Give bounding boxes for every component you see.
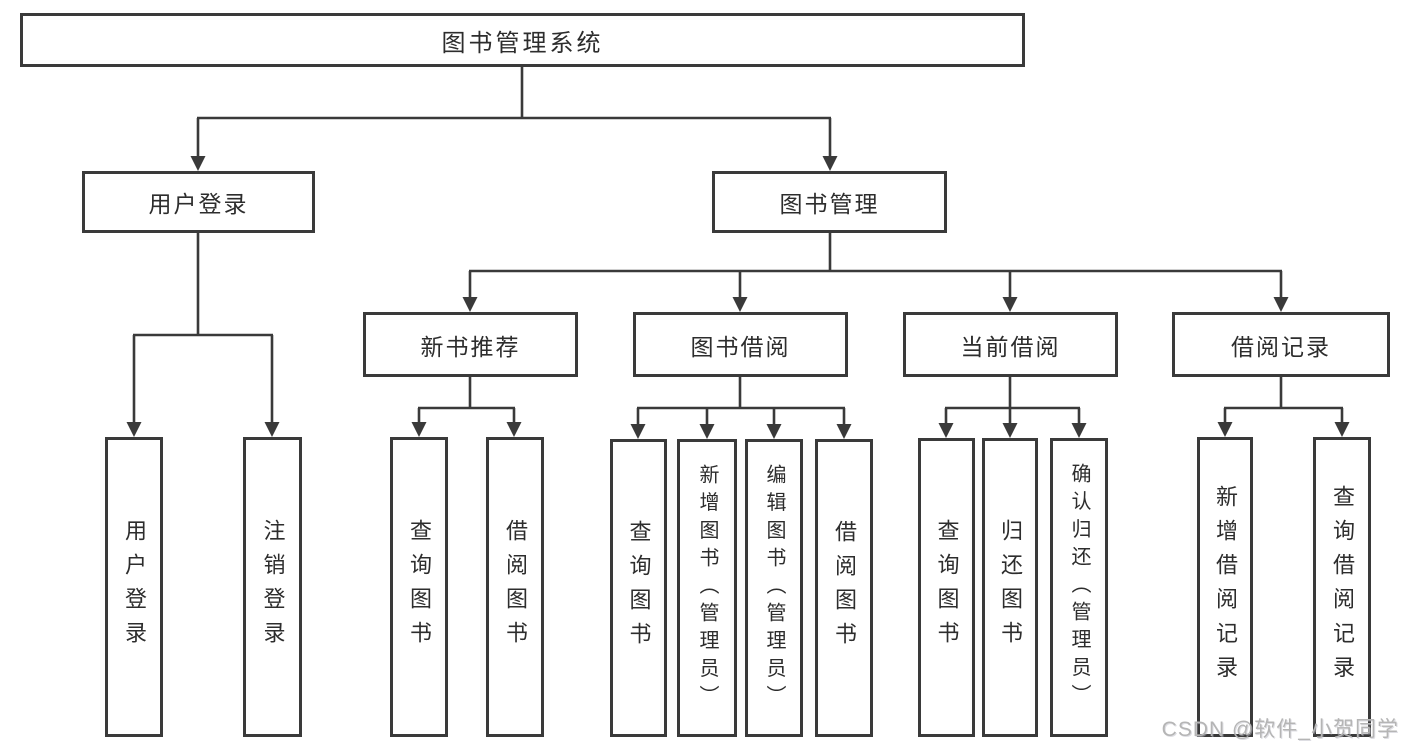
arrowhead [938, 423, 954, 438]
leaf-add-borrow-record-label: 新增借阅记录 [1213, 484, 1238, 690]
node-current-borrow-label: 当前借阅 [960, 333, 1061, 360]
arrowhead [264, 422, 280, 437]
arrowhead [699, 424, 715, 439]
leaf-add-borrow-record: 新增借阅记录 [1197, 437, 1253, 737]
leaf-query-borrow-record: 查询借阅记录 [1313, 437, 1371, 737]
leaf-confirm-return-admin: 确认归还（管理员） [1050, 438, 1108, 737]
leaf-newbook-borrow-books: 借阅图书 [486, 437, 544, 737]
leaf-add-books-admin: 新增图书（管理员） [677, 439, 737, 737]
node-user-login-label: 用户登录 [148, 191, 249, 217]
arrowhead [1071, 423, 1087, 438]
csdn-watermark: CSDN @软件_小贺同学 [1161, 718, 1399, 741]
leaf-newbook-borrow-books-label: 借阅图书 [503, 518, 528, 656]
arrowhead [1217, 422, 1233, 437]
leaf-edit-books-admin: 编辑图书（管理员） [745, 439, 803, 737]
leaf-edit-books-admin-label: 编辑图书（管理员） [763, 463, 785, 713]
leaf-query-borrow-record-label: 查询借阅记录 [1330, 484, 1355, 690]
leaf-current-query-books-label: 查询图书 [934, 519, 960, 656]
arrowhead [630, 424, 646, 439]
node-user-login: 用户登录 [82, 171, 315, 233]
node-book-borrow-label: 图书借阅 [690, 333, 791, 360]
arrowhead [190, 156, 206, 171]
node-book-management-label: 图书管理 [779, 191, 880, 217]
leaf-logout-login: 注销登录 [243, 437, 302, 737]
node-book-borrow: 图书借阅 [633, 312, 848, 377]
arrowhead [822, 156, 838, 171]
arrowhead [1002, 423, 1018, 438]
connector-current-borrow-branch [938, 377, 1087, 438]
leaf-add-books-admin-label: 新增图书（管理员） [696, 463, 718, 713]
leaf-borrow-books: 借阅图书 [815, 439, 873, 737]
node-borrow-records-label: 借阅记录 [1231, 333, 1331, 360]
connector-borrow-records-branch [1217, 377, 1350, 437]
leaf-return-books: 归还图书 [982, 438, 1038, 737]
node-new-book-recommend: 新书推荐 [363, 312, 578, 377]
connector-book-management-branch [462, 233, 1289, 312]
leaf-logout-login-label: 注销登录 [260, 518, 286, 656]
leaf-newbook-query-books-label: 查询图书 [407, 518, 432, 656]
arrowhead [836, 424, 852, 439]
arrowhead [1002, 297, 1018, 312]
node-borrow-records: 借阅记录 [1172, 312, 1390, 377]
leaf-borrow-query-books: 查询图书 [610, 439, 667, 737]
node-library-system-label: 图书管理系统 [441, 29, 604, 57]
arrowhead [411, 422, 427, 437]
arrowhead [1273, 297, 1289, 312]
connector-new-book-branch [411, 377, 522, 437]
connector-root-branch [190, 66, 838, 171]
arrowhead [766, 424, 782, 439]
leaf-user-login-label: 用户登录 [122, 518, 147, 656]
node-new-book-recommend-label: 新书推荐 [420, 333, 521, 360]
arrowhead [462, 297, 478, 312]
leaf-current-query-books: 查询图书 [918, 438, 975, 737]
connector-book-borrow-branch [630, 377, 852, 439]
arrowhead [506, 422, 522, 437]
leaf-borrow-books-label: 借阅图书 [832, 519, 857, 657]
arrowhead [1334, 422, 1350, 437]
leaf-user-login: 用户登录 [105, 437, 163, 737]
leaf-return-books-label: 归还图书 [998, 519, 1023, 656]
arrowhead [732, 297, 748, 312]
node-current-borrow: 当前借阅 [903, 312, 1118, 377]
arrowhead [126, 422, 142, 437]
connector-user-login-branch [126, 233, 280, 437]
leaf-newbook-query-books: 查询图书 [390, 437, 448, 737]
node-library-system: 图书管理系统 [20, 13, 1025, 67]
leaf-borrow-query-books-label: 查询图书 [626, 519, 652, 657]
node-book-management: 图书管理 [712, 171, 947, 233]
leaf-confirm-return-admin-label: 确认归还（管理员） [1068, 463, 1090, 712]
